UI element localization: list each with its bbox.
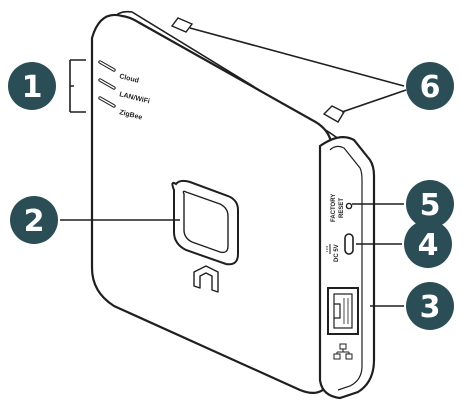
callout-5: 5 — [406, 180, 454, 228]
top-tab-right — [322, 105, 345, 123]
led-cloud — [98, 60, 116, 72]
top-tab-left — [170, 17, 194, 33]
callout-1: 1 — [8, 62, 56, 110]
callout-number: 5 — [420, 188, 441, 223]
callout-number: 4 — [418, 228, 439, 263]
led-zigbee — [98, 96, 116, 108]
callout-4: 4 — [404, 220, 452, 268]
leader-lines — [60, 27, 407, 307]
brand-logo-icon — [193, 265, 219, 293]
callout-number: 2 — [24, 204, 45, 239]
callout-number: 3 — [420, 290, 441, 325]
led-label-cloud: Cloud — [119, 73, 140, 85]
factory-reset-label-line1: FACTORY — [331, 194, 337, 222]
callout-6: 6 — [406, 62, 454, 110]
network-icon — [333, 343, 353, 360]
leader-line-6 — [189, 27, 407, 113]
reset-pinhole — [345, 202, 353, 210]
dc-power-port — [344, 233, 354, 255]
dc-power-label: DC 5V — [334, 244, 340, 262]
callout-number: 1 — [22, 70, 43, 105]
dc-polarity-icon — [326, 244, 331, 254]
callout-2: 2 — [10, 196, 58, 244]
callout-3: 3 — [406, 282, 454, 330]
main-button — [171, 179, 239, 266]
leader-line-1 — [69, 59, 86, 113]
led-lan-wifi — [98, 78, 116, 90]
callout-number: 6 — [420, 70, 441, 105]
ethernet-port — [327, 287, 359, 335]
factory-reset-label-line2: RESET — [339, 198, 345, 218]
